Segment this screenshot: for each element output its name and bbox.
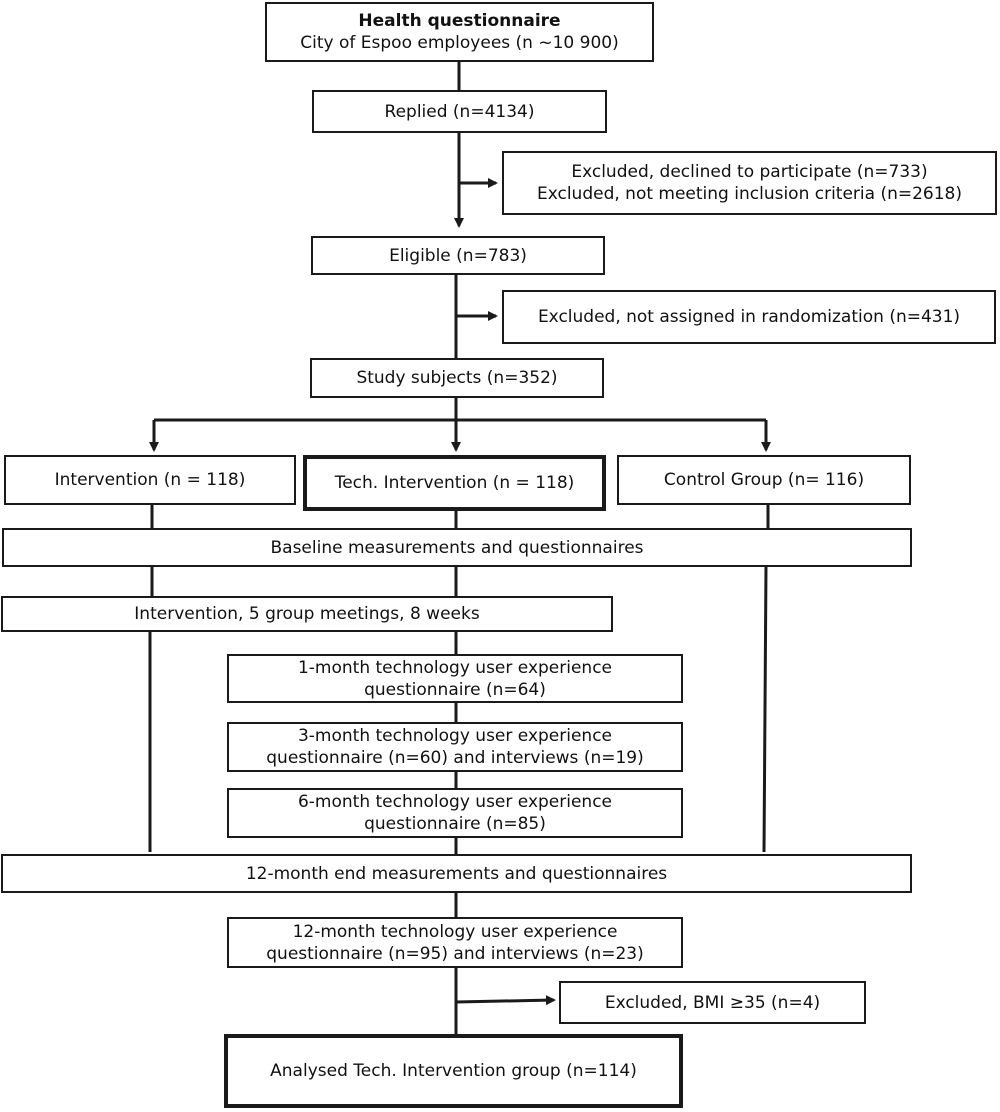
intervention-meetings-label: Intervention, 5 group meetings, 8 weeks <box>134 604 480 624</box>
excluded-randomization-label: Excluded, not assigned in randomization … <box>537 307 961 327</box>
month3-line2: questionnaire (n=60) and interviews (n=1… <box>266 748 644 768</box>
arrow-to-excluded-3 <box>455 995 556 1006</box>
month12-box: 12-month technology user experience ques… <box>227 917 683 968</box>
excluded-declined-box: Excluded, declined to participate (n=733… <box>502 151 997 215</box>
month1-line2: questionnaire (n=64) <box>364 679 546 700</box>
connector-control-end <box>762 565 768 853</box>
control-group-label: Control Group (n= 116) <box>663 470 865 490</box>
month1-box: 1-month technology user experience quest… <box>227 654 683 703</box>
tech-intervention-group-label: Tech. Intervention (n = 118) <box>334 473 575 493</box>
month3-line1: 3-month technology user experience <box>297 726 613 746</box>
month6-line1: 6-month technology user experience <box>297 792 613 812</box>
analysed-box: Analysed Tech. Intervention group (n=114… <box>224 1034 683 1108</box>
end12-label: 12-month end measurements and questionna… <box>245 863 668 884</box>
excluded-declined-label: Excluded, declined to participate (n=733… <box>571 162 928 182</box>
intervention-meetings-box: Intervention, 5 group meetings, 8 weeks <box>1 596 613 632</box>
intervention-group-label: Intervention (n = 118) <box>54 470 246 490</box>
replied-box: Replied (n=4134) <box>312 90 607 133</box>
month6-box: 6-month technology user experience quest… <box>227 788 683 838</box>
questionnaire-subtitle: City of Espoo employees (n ~10 900) <box>300 33 619 53</box>
month12-line2: questionnaire (n=95) and interviews (n=2… <box>266 943 644 964</box>
month6-line2: questionnaire (n=85) <box>364 814 546 834</box>
study-subjects-label: Study subjects (n=352) <box>356 368 558 388</box>
month3-box: 3-month technology user experience quest… <box>227 722 683 772</box>
eligible-label: Eligible (n=783) <box>389 245 527 266</box>
questionnaire-title: Health questionnaire <box>358 11 561 31</box>
control-group-box: Control Group (n= 116) <box>617 455 911 505</box>
intervention-group-box: Intervention (n = 118) <box>4 455 296 505</box>
baseline-label: Baseline measurements and questionnaires <box>270 537 644 558</box>
excluded-randomization-box: Excluded, not assigned in randomization … <box>502 290 996 344</box>
tech-intervention-group-box: Tech. Intervention (n = 118) <box>303 455 606 511</box>
eligible-box: Eligible (n=783) <box>311 236 605 275</box>
month12-line1: 12-month technology user experience <box>292 921 618 942</box>
excluded-criteria-label: Excluded, not meeting inclusion criteria… <box>536 184 963 204</box>
analysed-label: Analysed Tech. Intervention group (n=114… <box>270 1061 637 1081</box>
study-subjects-box: Study subjects (n=352) <box>310 358 604 398</box>
end12-box: 12-month end measurements and questionna… <box>1 854 912 893</box>
month1-line1: 1-month technology user experience <box>297 657 613 678</box>
baseline-box: Baseline measurements and questionnaires <box>2 528 912 567</box>
replied-label: Replied (n=4134) <box>384 101 535 122</box>
excluded-bmi-label: Excluded, BMI ≥35 (n=4) <box>604 992 821 1013</box>
health-questionnaire-box: Health questionnaire City of Espoo emplo… <box>265 2 654 62</box>
excluded-bmi-box: Excluded, BMI ≥35 (n=4) <box>559 981 866 1024</box>
